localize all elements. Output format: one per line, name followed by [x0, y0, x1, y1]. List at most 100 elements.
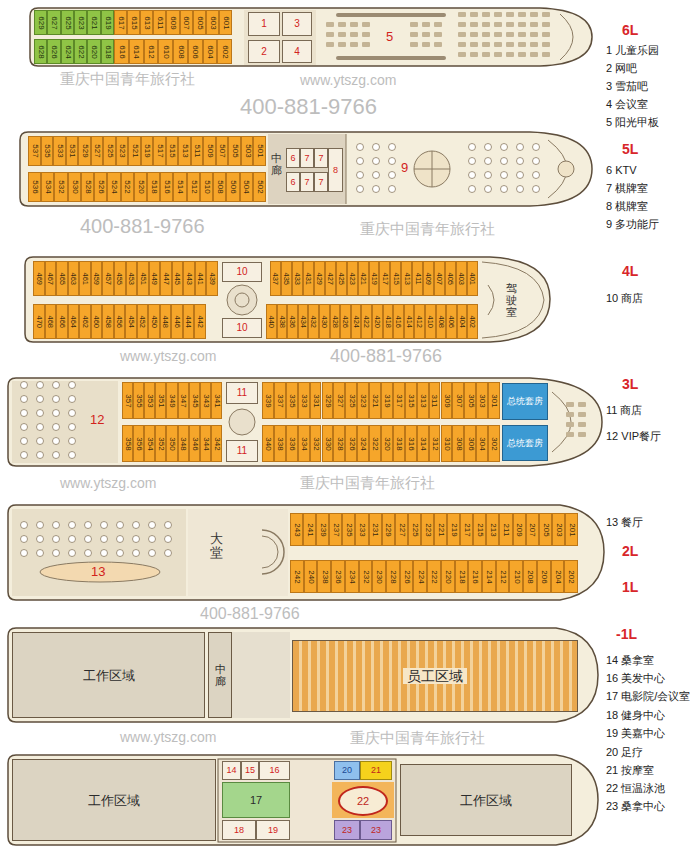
cabin-number: 507 [218, 144, 226, 157]
cabin-number: 522 [123, 180, 131, 193]
cabin-number: 433 [294, 272, 302, 285]
cabin-box: 238 [317, 560, 331, 593]
cabin-box: 206 [537, 560, 551, 593]
cabin-number: 464 [70, 315, 78, 328]
cabin-box: 625 [61, 10, 74, 35]
cabin-number: 531 [68, 144, 76, 157]
cabin-number: 403 [458, 272, 466, 285]
cabin-number: 203 [554, 523, 562, 536]
cabin-box: 617 [114, 10, 127, 35]
cabin-number: 536 [31, 180, 39, 193]
cabin-box: 220 [441, 560, 455, 593]
room-box: 20 [334, 761, 360, 780]
room-box: 10 [222, 318, 262, 338]
cabin-number: 218 [457, 570, 465, 583]
cabin-number: 209 [515, 523, 523, 536]
cabin-number: 401 [469, 272, 477, 285]
cabin-number: 412 [416, 315, 424, 328]
key-entry: 14 桑拿室 [606, 654, 654, 667]
room-number: 15 [245, 766, 255, 775]
cabin-number: 627 [50, 16, 58, 29]
cabin-number: 233 [358, 523, 366, 536]
callout-number: 12 [90, 412, 104, 428]
room-box: 6 [286, 172, 300, 192]
room-box: 18 [222, 820, 256, 840]
cabin-box: 614 [129, 39, 144, 64]
cabin-box: 322 [369, 425, 381, 462]
cabin-number: 611 [156, 16, 164, 29]
cabin-number: 313 [419, 394, 427, 407]
cabin-box: 343 [200, 382, 211, 419]
cabin-number: 460 [93, 315, 101, 328]
cabin-box: 463 [68, 261, 80, 296]
cabin-box: 513 [178, 136, 191, 166]
cabin-number: 411 [414, 273, 422, 285]
cabin-box: 450 [148, 304, 160, 339]
cabin-number: 321 [371, 394, 379, 407]
corridor-box: 中廊 [208, 632, 232, 718]
watermark: 400-881-9766 [200, 604, 300, 623]
room-box: 11 [226, 382, 258, 404]
crew-area-box: 员工区域 [292, 640, 578, 712]
cabin-number: 621 [90, 16, 98, 29]
cabin-box: 330 [322, 425, 334, 462]
cabin-box: 407 [434, 261, 445, 296]
cabin-number: 228 [389, 570, 397, 583]
deck-3l [8, 378, 602, 466]
cabin-box: 222 [427, 560, 441, 593]
key-entry: 4 会议室 [606, 98, 648, 111]
cabin-box: 420 [372, 304, 383, 339]
cabin-box: 223 [421, 513, 434, 546]
cabin-number: 204 [553, 570, 561, 583]
callout-number: 13 [91, 564, 105, 580]
cabin-number: 407 [436, 272, 444, 285]
deck-heading: 3L [622, 376, 638, 393]
cabin-box: 334 [298, 425, 310, 462]
cabin-box: 447 [160, 261, 172, 296]
cabin-box: 439 [206, 261, 218, 296]
cabin-number: 349 [168, 394, 176, 407]
cabin-box: 225 [408, 513, 421, 546]
deck-2l [8, 505, 604, 600]
cabin-number: 225 [410, 523, 418, 536]
cabin-box: 204 [551, 560, 565, 593]
cabin-number: 505 [231, 144, 239, 157]
cabin-number: 305 [466, 394, 474, 407]
cabin-number: 328 [335, 437, 343, 450]
room-number: 21 [371, 766, 381, 775]
cabin-box: 354 [144, 425, 155, 462]
cabin-number: 462 [81, 315, 89, 328]
cabin-box: 505 [228, 136, 241, 166]
cabin-box: 533 [53, 136, 66, 166]
area-label: 大堂 [210, 532, 223, 561]
cabin-box: 243 [290, 513, 303, 546]
cabin-box: 308 [452, 425, 464, 462]
area-name: 中廊 [215, 663, 226, 687]
cabin-number: 320 [383, 437, 391, 450]
cabin-number: 326 [347, 437, 355, 450]
cabin-number: 201 [567, 523, 575, 536]
cabin-box: 312 [429, 425, 441, 462]
cabin-number: 435 [283, 272, 291, 285]
cabin-number: 618 [103, 45, 111, 58]
cabin-box: 458 [102, 304, 114, 339]
cabin-number: 620 [90, 45, 98, 58]
cabin-number: 427 [326, 272, 334, 285]
watermark: 重庆中国青年旅行社 [60, 70, 195, 88]
room-number: 23 [342, 826, 352, 835]
cabin-number: 537 [30, 144, 38, 157]
cabin-number: 231 [371, 523, 379, 536]
room-number: 7 [318, 178, 323, 187]
cabin-number: 353 [146, 394, 154, 407]
callout-number: 9 [401, 160, 408, 176]
cabin-box: 215 [473, 513, 486, 546]
deck-heading: 6L [622, 22, 638, 39]
area-name: 工作区域 [88, 794, 140, 807]
cabin-box: 601 [219, 10, 232, 35]
cabin-number: 624 [63, 45, 71, 58]
watermark: 400-881-9766 [80, 214, 205, 238]
cabin-number: 466 [58, 315, 66, 328]
cabin-box: 338 [274, 425, 286, 462]
room-box: 8 [328, 148, 343, 192]
cabin-number: 239 [319, 523, 327, 536]
